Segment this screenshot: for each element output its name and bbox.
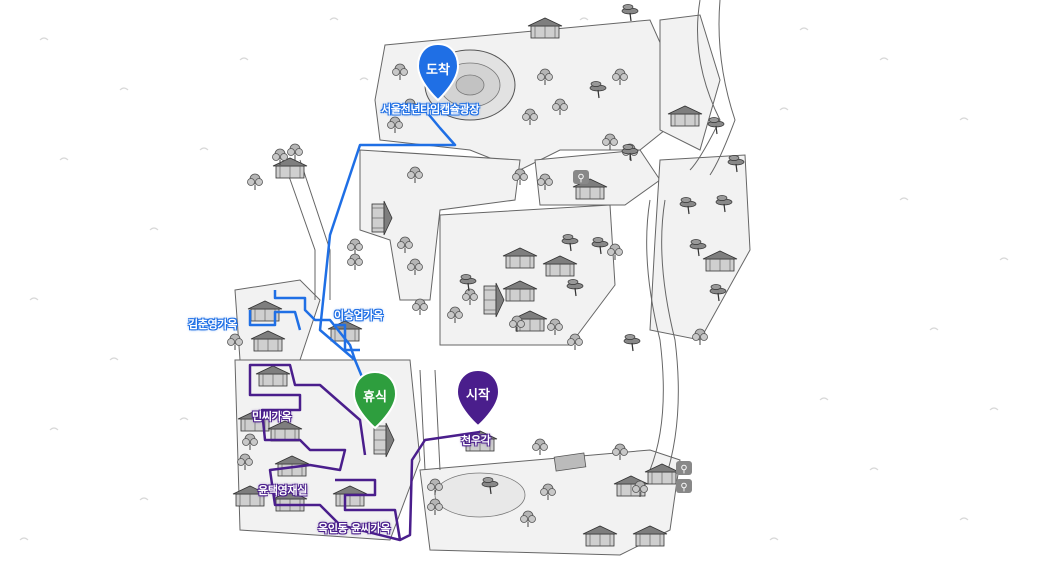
lee-seungeop-house-label[interactable]: 이승업가옥 <box>334 309 384 322</box>
arrival-pin-label: 도착 <box>426 63 450 78</box>
yun-taekyeong-house-label[interactable]: 윤택영재실 <box>258 484 308 497</box>
rest-pin[interactable] <box>352 370 398 430</box>
svg-text:⚲: ⚲ <box>680 464 687 475</box>
start-pin[interactable] <box>455 368 501 428</box>
restroom-icon: ⚲ <box>573 170 589 184</box>
start-pin-label: 시작 <box>466 388 490 403</box>
restroom-icon: ⚲ ⚲ <box>676 461 692 493</box>
ogindong-yun-house-label[interactable]: 옥인동 윤씨가옥 <box>318 522 391 535</box>
cheonugak-label[interactable]: 천우각 <box>461 434 491 447</box>
svg-text:⚲: ⚲ <box>680 482 687 493</box>
purple-route <box>248 363 481 542</box>
min-house-label[interactable]: 민씨가옥 <box>252 410 292 423</box>
blue-route <box>248 109 457 421</box>
arrival-pin[interactable] <box>416 42 460 102</box>
walkways <box>284 0 736 481</box>
kim-chunyeong-house-label[interactable]: 김춘영가옥 <box>188 318 238 331</box>
svg-text:⚲: ⚲ <box>577 173 584 184</box>
time-capsule-square-label[interactable]: 서울천년타임캡슐광장 <box>381 103 480 116</box>
rest-pin-label: 휴식 <box>363 390 387 405</box>
pond-area <box>434 452 587 518</box>
